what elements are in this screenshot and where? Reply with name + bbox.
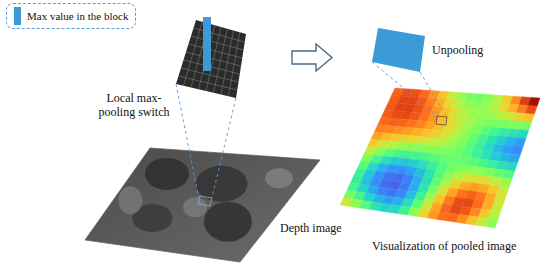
grid-line bbox=[184, 60, 240, 74]
depth-blob bbox=[145, 158, 189, 190]
heat-cell bbox=[494, 194, 506, 203]
heat-cell bbox=[505, 162, 517, 171]
grid-line bbox=[221, 31, 234, 95]
heat-cell bbox=[520, 122, 532, 131]
depth-image bbox=[85, 148, 320, 262]
grid-line bbox=[214, 29, 228, 93]
depth-image-ground bbox=[85, 148, 320, 262]
projection-line bbox=[210, 98, 236, 206]
heat-cell bbox=[522, 114, 534, 123]
legend-swatch bbox=[14, 7, 21, 25]
projection-line bbox=[372, 62, 437, 116]
depth-image-border bbox=[85, 148, 320, 262]
depth-blob bbox=[204, 202, 252, 242]
depth-blob bbox=[183, 197, 207, 217]
step-label: Unpooling bbox=[432, 44, 483, 58]
process-arrow bbox=[292, 44, 332, 71]
grid-line bbox=[179, 76, 238, 90]
heat-cell bbox=[514, 138, 526, 147]
image-label: Depth image bbox=[280, 222, 342, 236]
pooled-heatmap bbox=[340, 88, 540, 228]
depth-blob bbox=[118, 186, 142, 214]
grid-line bbox=[229, 32, 240, 96]
max-value-bar bbox=[203, 17, 211, 71]
heat-cell bbox=[502, 170, 514, 179]
grid-line bbox=[186, 52, 241, 66]
legend-row: Max value in the block bbox=[14, 7, 128, 25]
heat-cell bbox=[488, 210, 500, 219]
heat-cell bbox=[511, 146, 523, 155]
heat-cell bbox=[497, 186, 509, 195]
heat-cell bbox=[491, 202, 503, 211]
heat-cell bbox=[500, 178, 512, 187]
heat-cell bbox=[528, 97, 540, 106]
depth-blob bbox=[265, 168, 293, 188]
region-marker bbox=[436, 116, 447, 125]
legend: Max value in the block bbox=[6, 3, 136, 29]
heat-cell bbox=[525, 105, 537, 114]
heat-cell bbox=[485, 218, 498, 228]
unpooled-block bbox=[372, 28, 425, 72]
projection-line bbox=[420, 72, 447, 117]
heat-cell bbox=[517, 130, 529, 139]
legend-text: Max value in the block bbox=[27, 10, 128, 22]
image-label: Visualization of pooled image bbox=[372, 240, 516, 254]
switch-label: Local max-pooling switch bbox=[96, 92, 172, 120]
projection-line bbox=[176, 84, 200, 204]
heat-cell bbox=[508, 154, 520, 163]
